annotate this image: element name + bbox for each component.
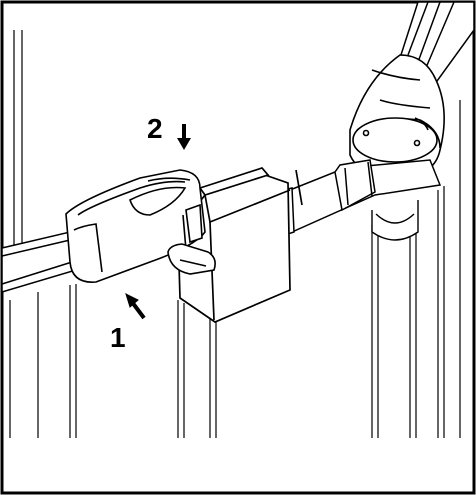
lock-box	[177, 167, 303, 323]
step-1: 1	[110, 293, 146, 353]
elbow-joint	[349, 54, 445, 181]
step-1-label: 1	[110, 322, 126, 353]
arrow-up-left-icon	[125, 293, 146, 320]
latch-tab	[167, 243, 216, 275]
right-post	[371, 200, 419, 241]
horizontal-tube-left	[1, 231, 77, 294]
gate-vertical-bars	[9, 30, 461, 438]
step-2: 2	[147, 113, 191, 150]
arrow-down-icon	[177, 124, 191, 150]
step-2-label: 2	[147, 113, 163, 144]
